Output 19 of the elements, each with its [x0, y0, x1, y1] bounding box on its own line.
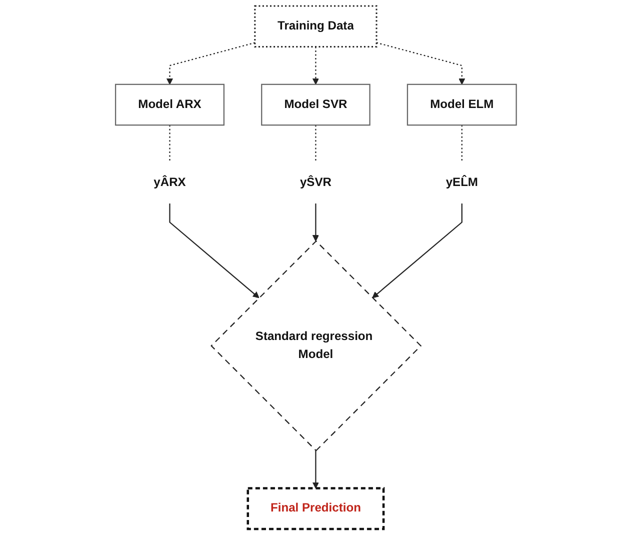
arrow [169, 203, 260, 298]
node-text: yEL̂M [446, 176, 478, 190]
node-text: yÂRX [154, 176, 186, 190]
node-box: Final Prediction [246, 487, 385, 530]
arrow [312, 46, 320, 85]
node-box: Training Data [254, 5, 378, 48]
arrow [376, 42, 466, 85]
arrow [372, 203, 463, 298]
node-box: Model ELM [406, 84, 517, 126]
connector [169, 125, 170, 163]
node-text: yŜVR [300, 176, 332, 190]
connector [315, 125, 316, 163]
arrow [312, 450, 320, 489]
node-box: Model SVR [261, 84, 370, 126]
node-box: Model ARX [115, 84, 225, 126]
connector [461, 125, 463, 163]
node-diamond: Standard regression Model [210, 240, 422, 452]
arrow [166, 42, 256, 85]
arrow [312, 203, 320, 242]
